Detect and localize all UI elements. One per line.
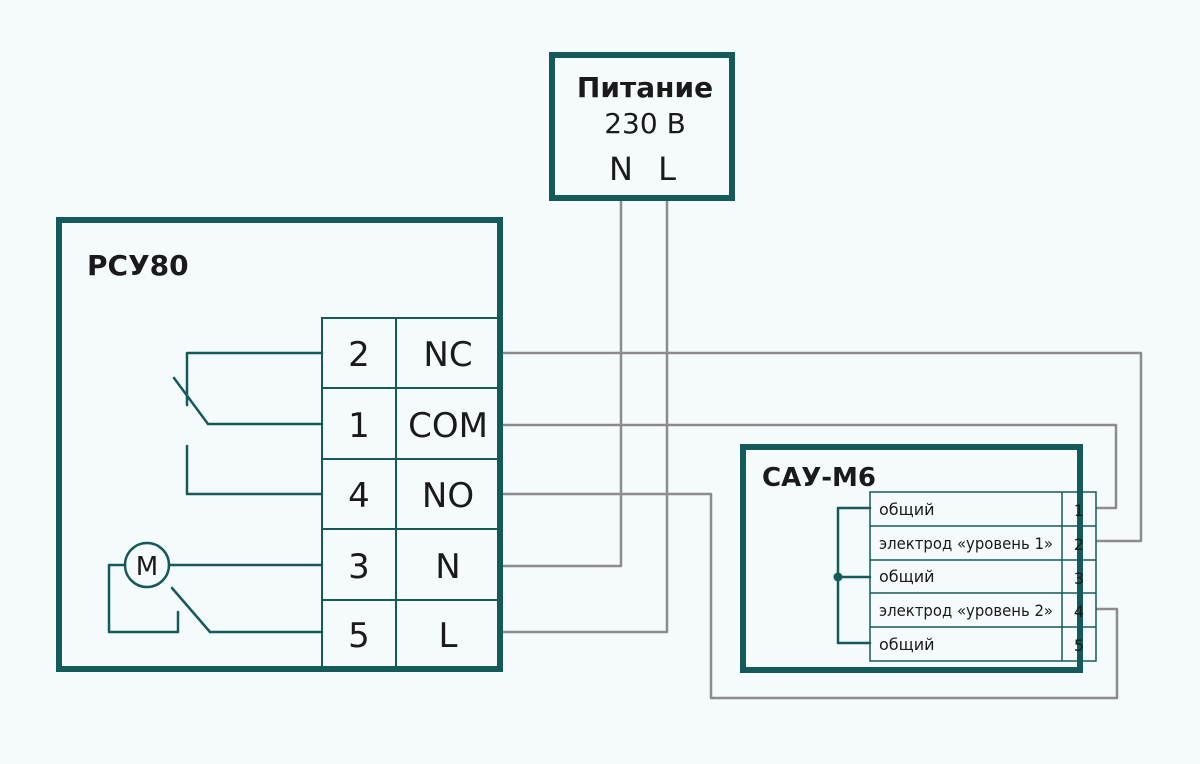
rsu80-title: РСУ80: [87, 249, 189, 282]
rsu-terminal-num-4: 5: [348, 616, 370, 656]
sau-terminal-table: общий 1 электрод «уровень 1» 2 общий 3 э…: [869, 491, 1097, 662]
relay-switch-symbol: [172, 351, 324, 496]
rsu-terminal-num-3: 3: [348, 547, 370, 587]
sau-m6-title: САУ-М6: [762, 463, 876, 493]
sau-m6-box: САУ-М6 общий 1 электрод «уровень 1» 2 об…: [740, 444, 1097, 673]
wire-nc: [502, 351, 1143, 543]
rsu-terminal-name-2: NO: [422, 476, 474, 516]
wires: [502, 198, 1143, 700]
motor-label: M: [136, 552, 158, 582]
power-supply-box: Питание 230 В N L: [549, 52, 735, 201]
power-voltage: 230 В: [604, 107, 686, 140]
rsu-terminal-num-2: 4: [348, 476, 370, 516]
sau-terminal-num-3: 4: [1074, 602, 1084, 621]
sau-terminal-num-2: 3: [1074, 569, 1084, 588]
power-l-label: L: [658, 150, 676, 188]
sau-terminal-num-1: 2: [1074, 535, 1084, 554]
junction-dot: [833, 572, 843, 582]
sau-terminal-label-1: электрод «уровень 1»: [879, 534, 1053, 553]
rsu-terminal-name-0: NC: [423, 335, 472, 375]
sau-terminal-num-0: 1: [1074, 501, 1084, 520]
rsu-terminal-name-1: COM: [408, 406, 488, 446]
rsu-terminal-name-4: L: [439, 616, 458, 656]
rsu-terminal-num-0: 2: [348, 335, 370, 375]
sau-terminal-num-4: 5: [1074, 636, 1084, 655]
wire-no: [502, 492, 1119, 700]
rsu-terminal-name-3: N: [435, 547, 460, 587]
motor-circuit: M: [107, 541, 324, 634]
rsu-terminal-num-1: 1: [348, 406, 370, 446]
wire-l: [502, 198, 669, 634]
power-title: Питание: [577, 71, 713, 104]
wire-com: [502, 423, 1118, 510]
sau-terminal-label-4: общий: [879, 635, 935, 654]
sau-terminal-label-0: общий: [879, 500, 935, 519]
rsu80-box: РСУ80 2 NC 1 COM 4 NO 3 N 5 L: [56, 217, 503, 672]
rsu80-terminal-block: 2 NC 1 COM 4 NO 3 N 5 L: [321, 317, 501, 670]
sau-terminal-label-3: электрод «уровень 2»: [879, 601, 1053, 620]
power-n-label: N: [609, 150, 633, 188]
sau-terminal-label-2: общий: [879, 567, 935, 586]
sau-common-bus: [833, 506, 872, 645]
wire-n: [502, 198, 623, 568]
